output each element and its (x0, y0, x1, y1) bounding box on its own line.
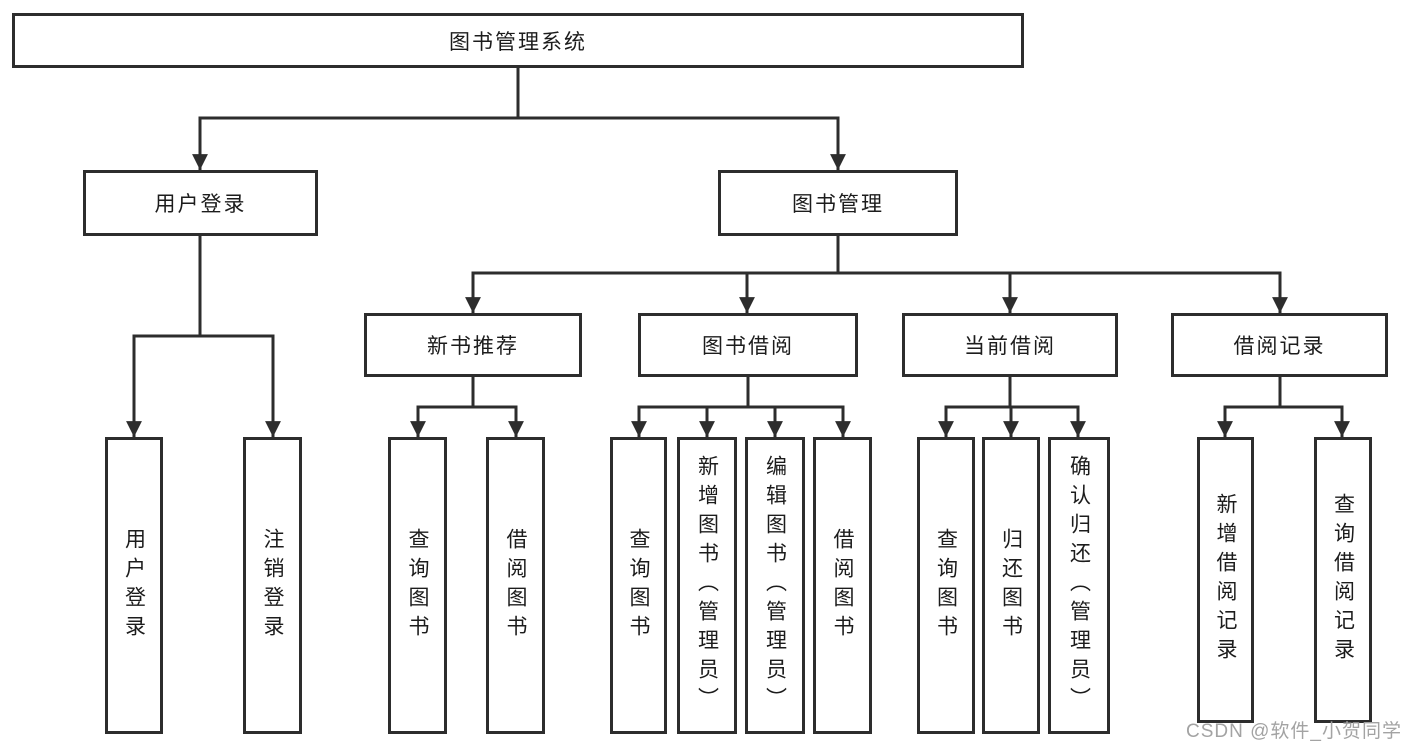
leaf-return-book-label: 归还图书 (999, 527, 1023, 644)
leaf-borrow-book: 借阅图书 (813, 437, 872, 734)
node-current-borrow: 当前借阅 (902, 313, 1118, 377)
leaf-borrow-book-recommend: 借阅图书 (486, 437, 545, 734)
leaf-confirm-return-admin-label: 确认归还（管理员） (1067, 455, 1091, 716)
leaf-user-login: 用户登录 (105, 437, 163, 734)
leaf-query-book-borrow: 查询图书 (610, 437, 667, 734)
node-book-management-label: 图书管理 (792, 193, 884, 216)
leaf-borrow-book-label: 借阅图书 (831, 527, 854, 644)
node-book-borrow-label: 图书借阅 (702, 335, 794, 358)
node-borrow-records-label: 借阅记录 (1233, 335, 1326, 358)
node-new-book-recommend-label: 新书推荐 (427, 335, 519, 358)
leaf-query-book-recommend-label: 查询图书 (406, 527, 429, 644)
leaf-query-borrow-record-label: 查询借阅记录 (1331, 493, 1355, 667)
leaf-user-login-label: 用户登录 (122, 527, 146, 644)
leaf-add-borrow-record: 新增借阅记录 (1197, 437, 1254, 723)
leaf-logout: 注销登录 (243, 437, 302, 734)
leaf-edit-book-admin-label: 编辑图书（管理员） (763, 455, 787, 716)
leaf-query-book-borrow-label: 查询图书 (627, 527, 650, 644)
leaf-return-book: 归还图书 (982, 437, 1040, 734)
csdn-watermark: CSDN @软件_小贺同学 (1186, 721, 1402, 742)
leaf-confirm-return-admin: 确认归还（管理员） (1048, 437, 1110, 734)
leaf-add-book-admin: 新增图书（管理员） (677, 437, 737, 734)
node-current-borrow-label: 当前借阅 (964, 335, 1056, 358)
node-user-login-label: 用户登录 (154, 193, 247, 216)
leaf-edit-book-admin: 编辑图书（管理员） (745, 437, 805, 734)
leaf-query-book-recommend: 查询图书 (388, 437, 447, 734)
node-new-book-recommend: 新书推荐 (364, 313, 582, 377)
leaf-logout-label: 注销登录 (261, 527, 284, 644)
node-user-login: 用户登录 (83, 170, 318, 236)
leaf-query-book-current-label: 查询图书 (934, 527, 958, 644)
leaf-add-borrow-record-label: 新增借阅记录 (1214, 493, 1237, 667)
leaf-query-book-current: 查询图书 (917, 437, 975, 734)
leaf-add-book-admin-label: 新增图书（管理员） (695, 455, 719, 716)
node-borrow-records: 借阅记录 (1171, 313, 1388, 377)
leaf-query-borrow-record: 查询借阅记录 (1314, 437, 1372, 723)
node-book-borrow: 图书借阅 (638, 313, 858, 377)
node-book-management: 图书管理 (718, 170, 958, 236)
node-root-system-label: 图书管理系统 (449, 30, 587, 54)
node-root-system: 图书管理系统 (12, 13, 1024, 68)
leaf-borrow-book-recommend-label: 借阅图书 (504, 527, 527, 644)
